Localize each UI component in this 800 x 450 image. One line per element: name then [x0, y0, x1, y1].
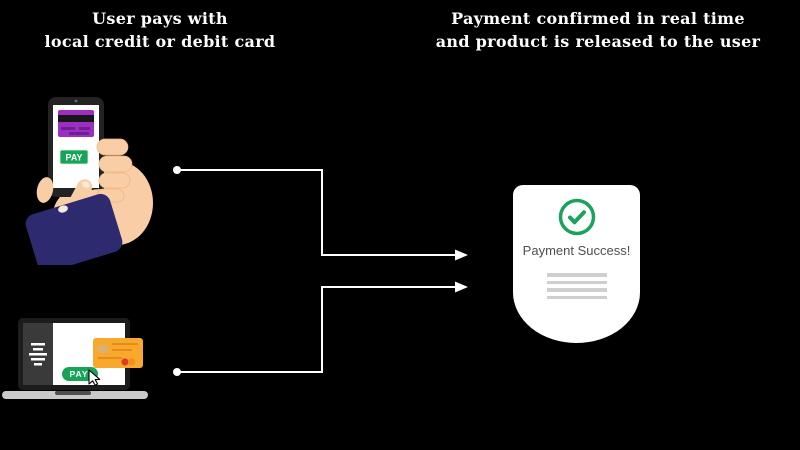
arrow-bottom-head [455, 281, 468, 293]
fingernail [82, 181, 90, 188]
arrow-bottom-start-dot [173, 368, 181, 376]
caption-right: Payment confirmed in real time and produ… [433, 7, 763, 53]
receipt-line [546, 295, 607, 299]
thumb [36, 177, 54, 203]
caption-left-line2: local credit or debit card [44, 32, 276, 51]
arrow-top-path [177, 169, 456, 256]
caption-left: User pays with local credit or debit car… [20, 7, 300, 53]
sidebar-text-lines [29, 343, 47, 366]
phone-pay-label: PAY [65, 153, 82, 163]
card-chip [98, 345, 108, 353]
laptop-pay-label: PAY [69, 369, 88, 379]
receipt-line [546, 288, 607, 292]
card-dot-orange [127, 358, 136, 366]
caption-left-line1: User pays with [92, 9, 228, 28]
phone-pay-button: PAY [59, 149, 89, 165]
receipt-line [546, 273, 607, 277]
laptop-credit-card-graphic [93, 338, 143, 368]
arrow-bottom-path [177, 286, 456, 373]
arrow-top-start-dot [173, 166, 181, 174]
laptop-base-notch [55, 391, 91, 395]
arrow-top-head [455, 249, 468, 261]
check-circle [557, 197, 597, 237]
card-dot-red [121, 358, 129, 366]
check-icon [558, 198, 595, 236]
receipt-line [546, 280, 607, 284]
caption-right-line2: and product is released to the user [435, 32, 761, 51]
phone-credit-card-graphic [58, 110, 94, 137]
cursor-icon [88, 369, 101, 386]
laptop-illustration: PAY [2, 318, 148, 399]
payment-success-card: Payment Success! [513, 185, 640, 343]
phone-camera-icon [74, 99, 78, 103]
payment-success-text: Payment Success! [522, 243, 631, 258]
phone-hand-illustration: PAY [25, 97, 153, 265]
cuff-button [58, 205, 68, 213]
receipt-placeholder-lines [546, 273, 607, 299]
caption-right-line1: Payment confirmed in real time [451, 9, 745, 28]
sleeve [25, 193, 123, 265]
